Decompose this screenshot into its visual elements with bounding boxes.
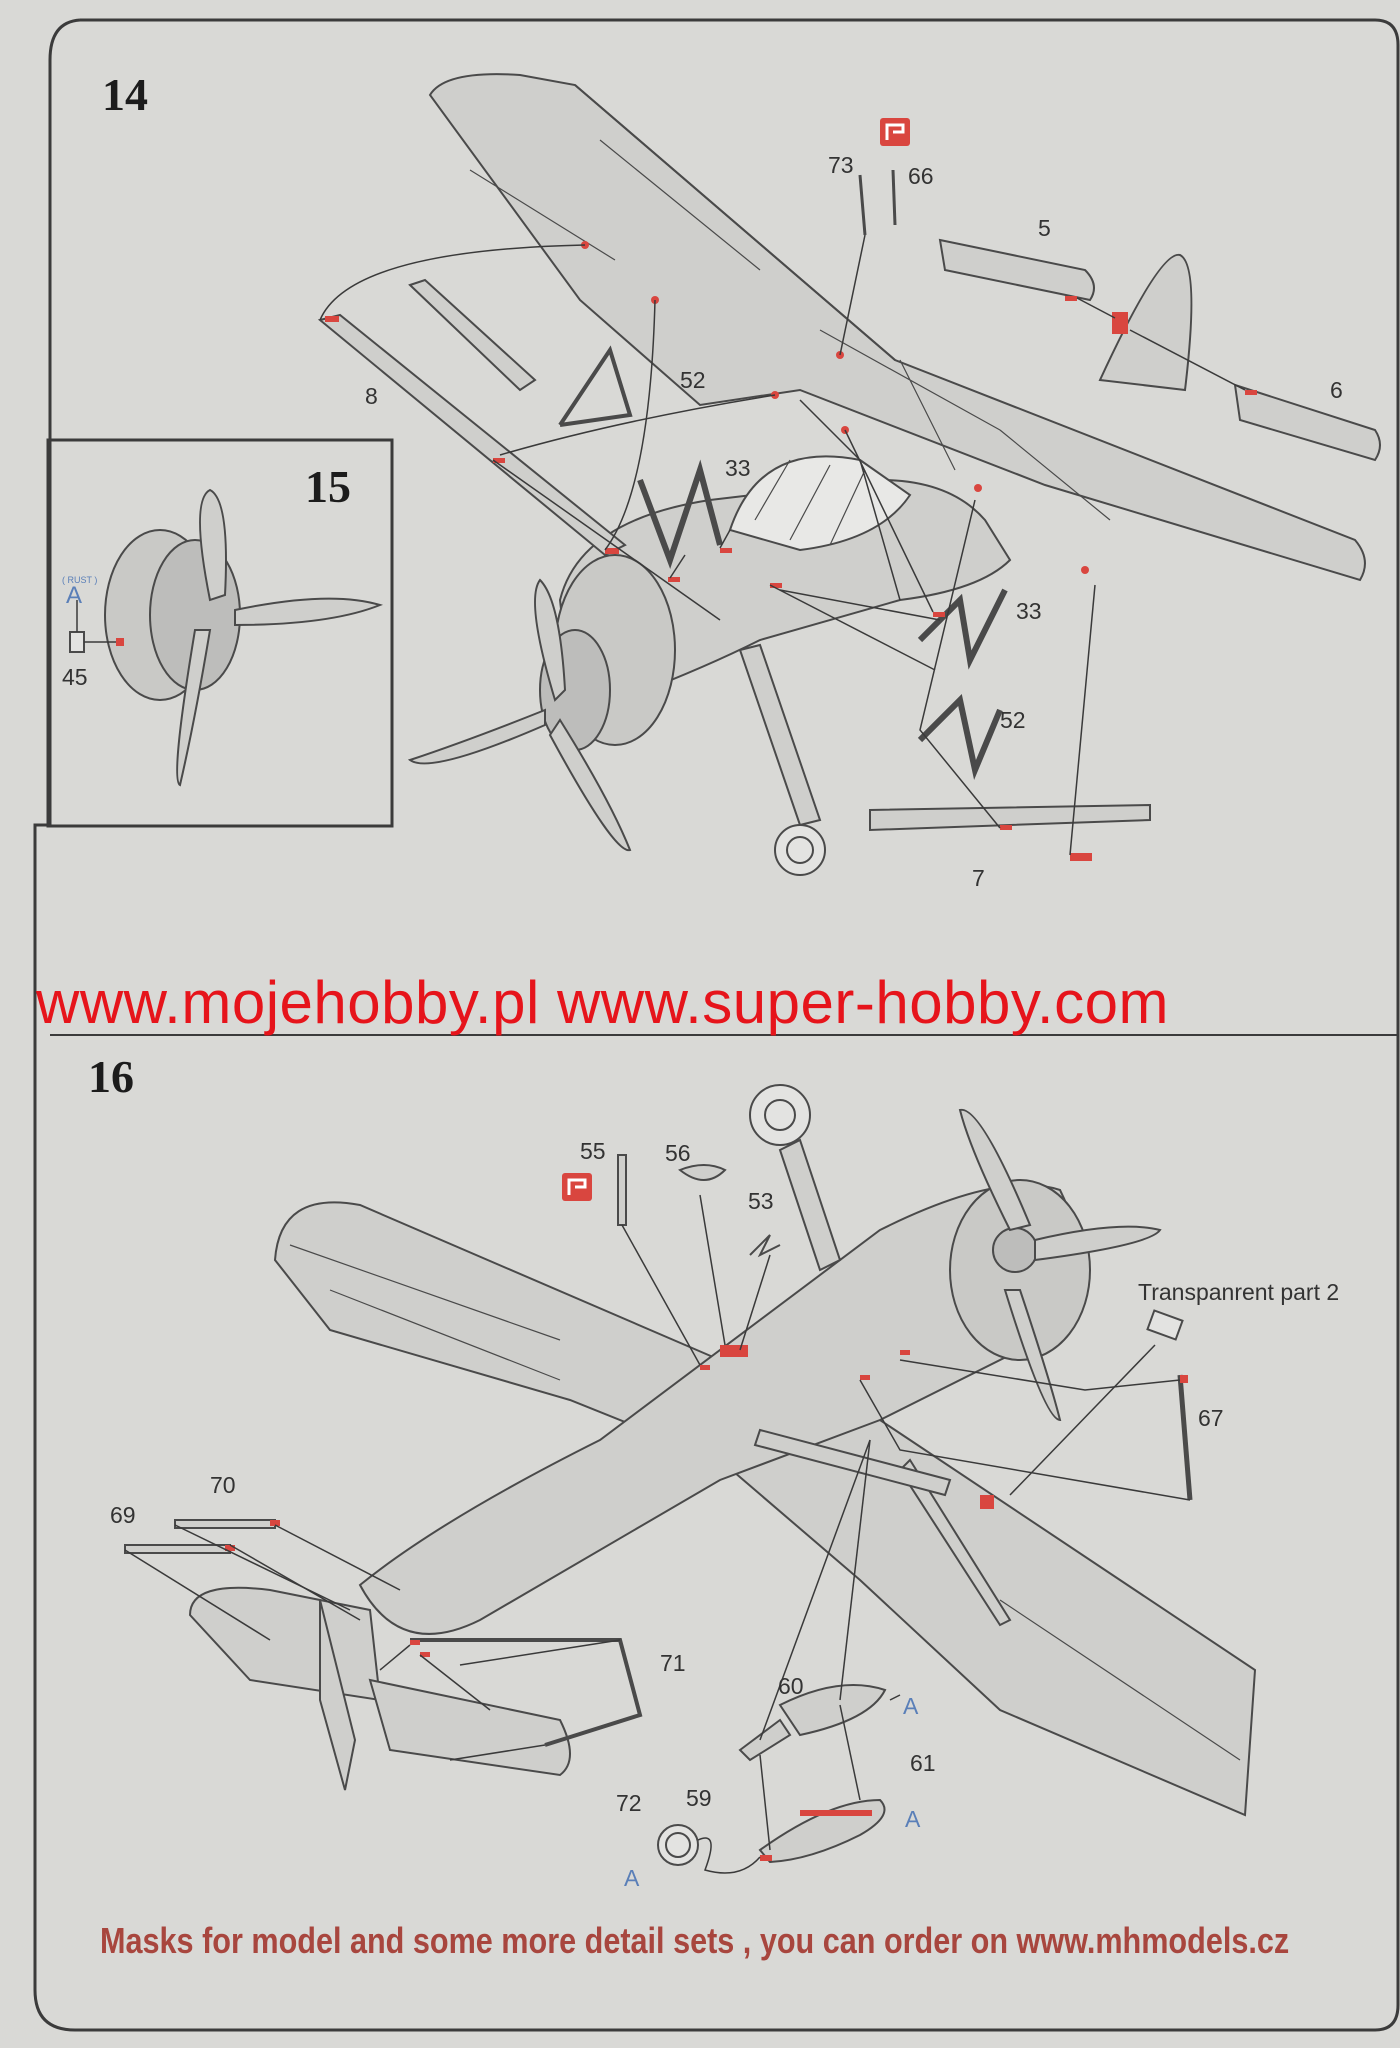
transparent-part-label: Transpanrent part 2 [1138,1279,1340,1305]
part-label-72: 72 [616,1790,642,1816]
watermark-urls: www.mojehobby.pl www.super-hobby.com [36,969,1169,1036]
page-frame [33,18,1400,2032]
step14-leader-lines [319,234,1246,856]
color-code-a-2: A [905,1806,921,1832]
part-label-33: 33 [725,455,751,481]
part-label-70: 70 [210,1472,236,1498]
part-label-56: 56 [665,1140,691,1166]
part-label-73: 73 [828,152,854,178]
color-code-a: A [66,582,83,609]
part-label-55: 55 [580,1138,606,1164]
step15-attach-point [116,638,124,646]
rust-note: ( RUST ) [62,575,98,585]
step16-leader-lines [124,1194,1191,1874]
step15-drawing [69,488,384,787]
step14-drawing [317,73,1381,876]
part-label-69: 69 [110,1502,136,1528]
part-label-52b: 52 [1000,707,1026,733]
part-label-59: 59 [686,1785,712,1811]
footer-note: Masks for model and some more detail set… [100,1920,1290,1961]
pe-part-icon [880,118,910,146]
part-label-5: 5 [1038,215,1051,241]
color-code-a-1: A [903,1693,919,1719]
part-label-8: 8 [365,383,378,409]
part-label-71: 71 [660,1650,686,1676]
step-number-15: 15 [305,461,351,512]
step16-drawing [124,1084,1257,1866]
color-code-a-3: A [624,1865,640,1891]
step15-box [46,438,394,828]
step-number-16: 16 [88,1051,134,1102]
part-label-6: 6 [1330,377,1343,403]
part-label-66: 66 [908,163,934,189]
part-label-53: 53 [748,1188,774,1214]
pe-part-icon [562,1173,592,1201]
step14-attach-points [325,241,1257,861]
part-label-67: 67 [1198,1405,1224,1431]
part-label-52: 52 [680,367,706,393]
step-number-14: 14 [102,69,148,120]
part-label-7: 7 [972,865,985,891]
part-label-60: 60 [778,1673,804,1699]
part-label-33b: 33 [1016,598,1042,624]
part-label-61: 61 [910,1750,936,1776]
part-label-45: 45 [62,664,88,690]
